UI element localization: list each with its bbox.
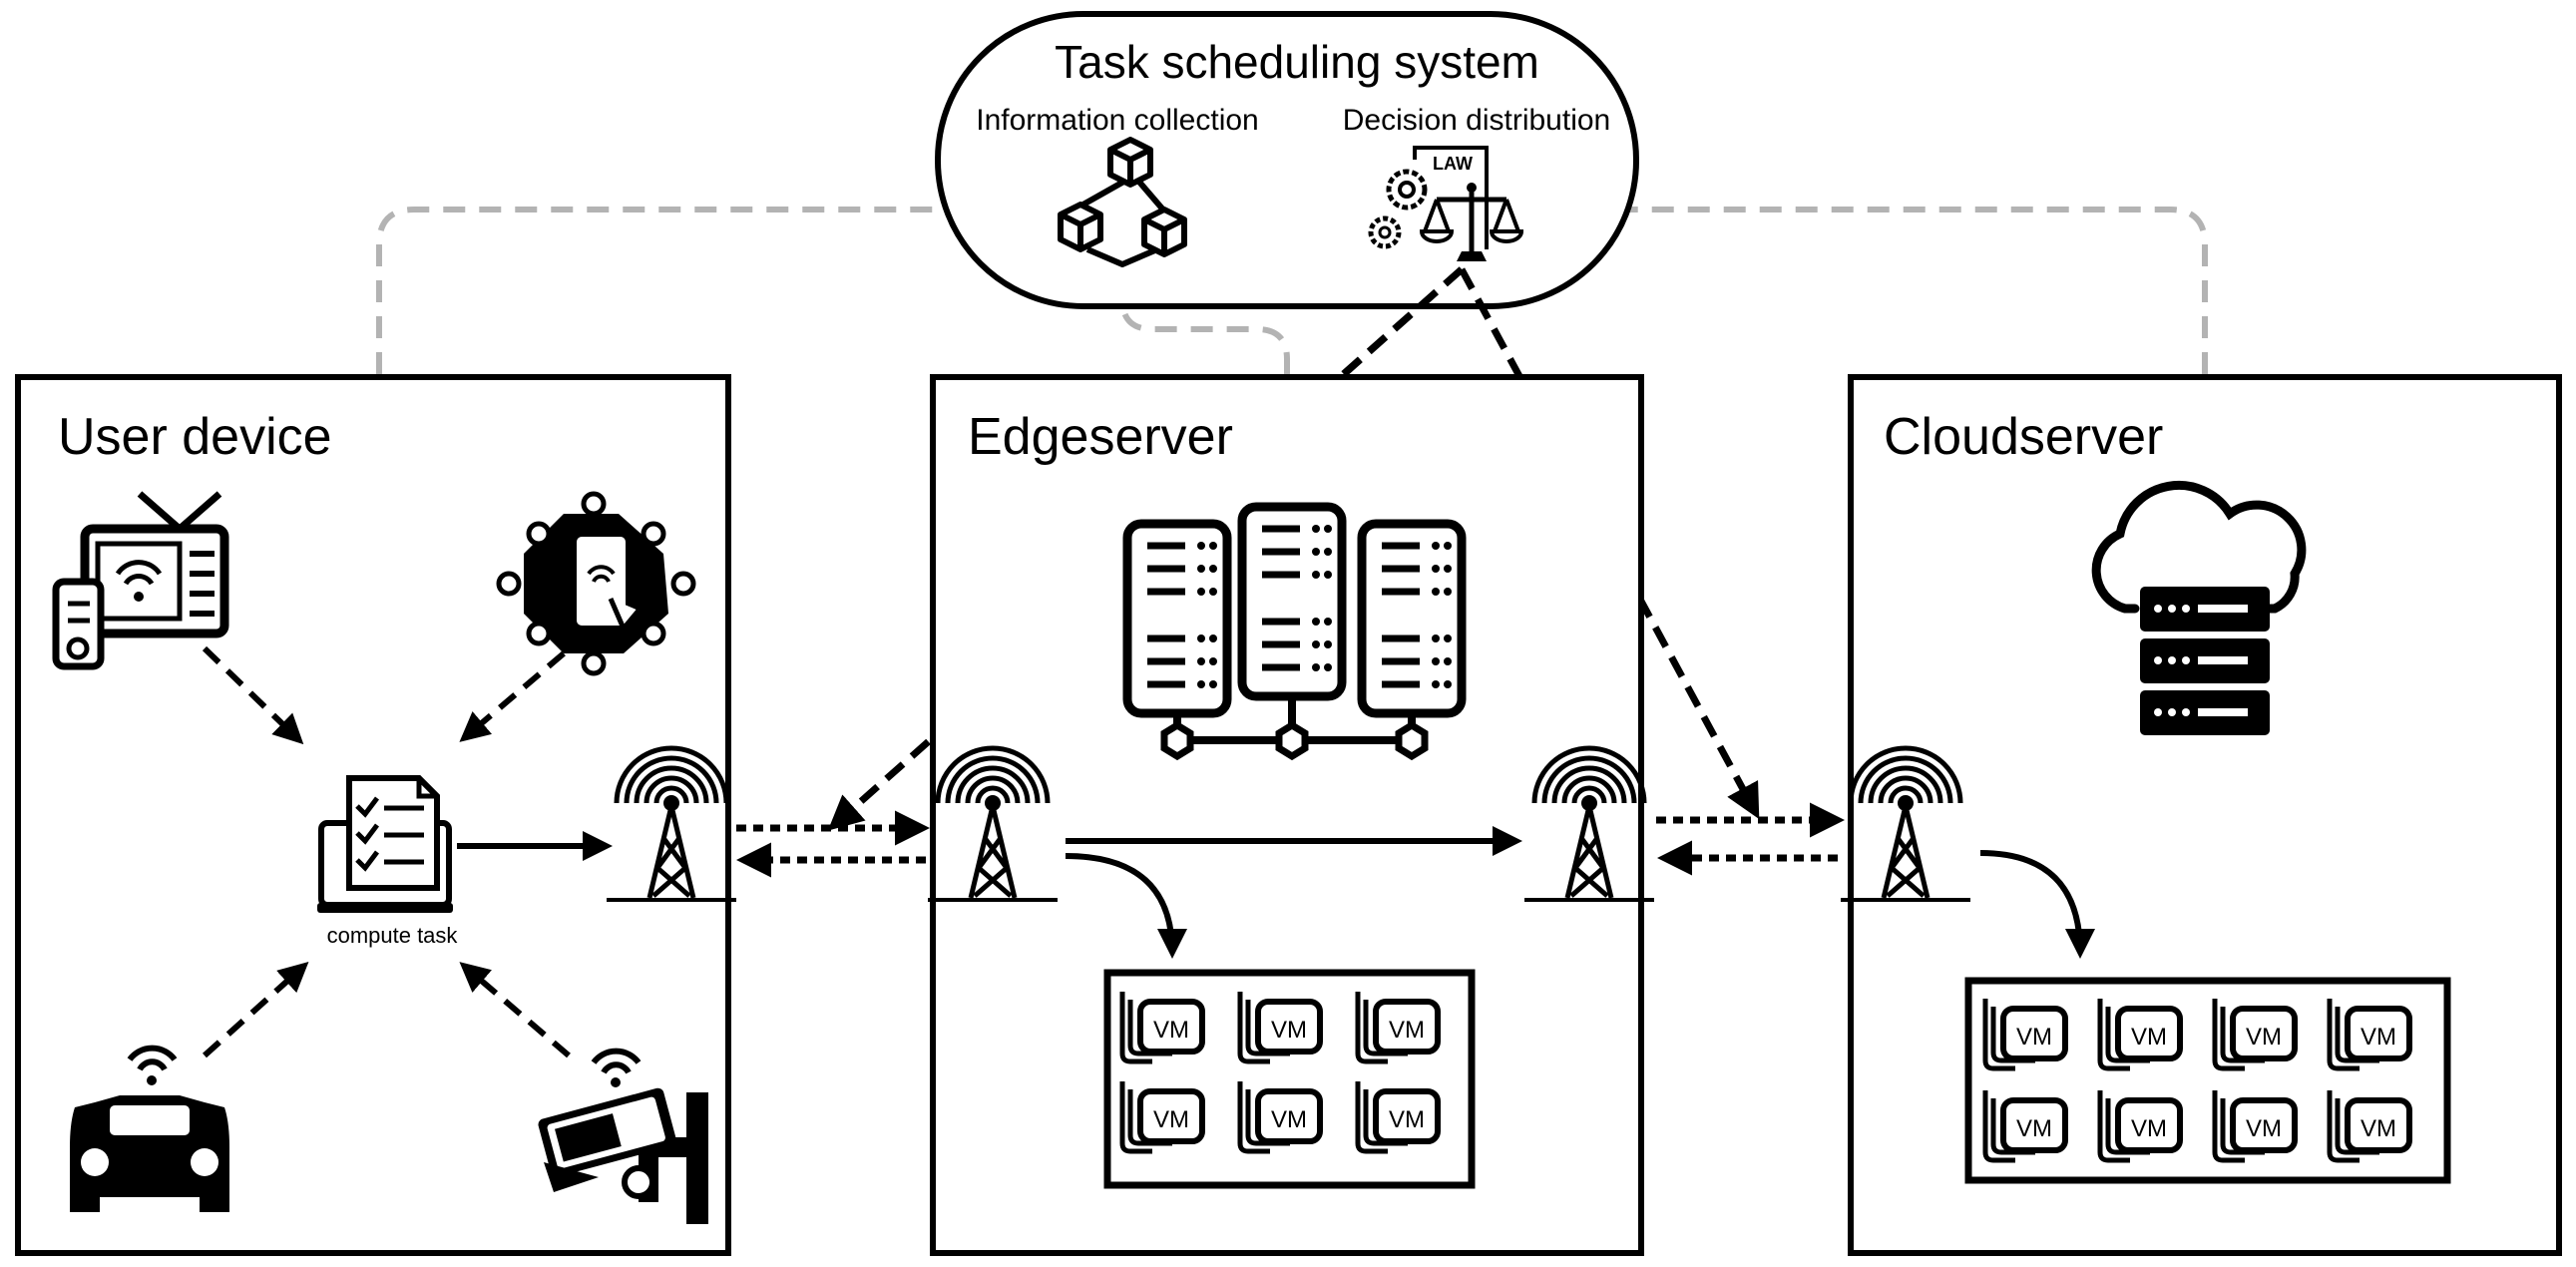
vm-tile: VM	[2330, 1090, 2409, 1160]
vm-tile: VM	[1358, 1081, 1438, 1151]
connected-car-icon	[70, 1045, 229, 1212]
scheduler-title: Task scheduling system	[1055, 36, 1539, 88]
feedback-arrow-user	[376, 195, 1054, 374]
vm-label: VM	[1389, 1017, 1425, 1044]
vm-tile: VM	[1985, 1090, 2065, 1160]
user-device-title: User device	[58, 408, 332, 466]
information-collection-label: Information collection	[976, 104, 1258, 137]
edge-to-vm-arrow	[1065, 853, 1187, 959]
blockchain-cubes-icon	[1058, 137, 1187, 267]
vm-label: VM	[2131, 1115, 2167, 1142]
edge-server-title: Edgeserver	[968, 408, 1233, 466]
vm-tile: VM	[1240, 1081, 1320, 1151]
vm-label: VM	[1153, 1106, 1189, 1133]
vm-label: VM	[1271, 1017, 1307, 1044]
tv-to-task-arrow	[202, 645, 304, 745]
cloud-to-vm-arrow	[1979, 850, 2095, 959]
law-label: LAW	[1433, 154, 1473, 174]
security-camera-icon	[538, 1048, 708, 1224]
smartphone-network-icon	[496, 491, 696, 676]
decision-distribution-label: Decision distribution	[1343, 104, 1610, 137]
vm-label: VM	[2246, 1115, 2282, 1142]
smart-tv-icon	[52, 491, 229, 670]
cloud-server-panel: Cloudserver VM VM VM VM VM VM VM VM	[1841, 374, 2562, 1256]
feedback-arrow-edge	[1107, 273, 1290, 374]
vm-label: VM	[2016, 1024, 2052, 1051]
edge-server-racks-icon	[1127, 507, 1462, 761]
edge-cloud-link	[1656, 802, 1845, 876]
vm-tile: VM	[2100, 999, 2180, 1068]
edge-vm-grid: VM VM VM VM VM VM	[1122, 992, 1438, 1151]
car-to-task-arrow	[202, 961, 309, 1058]
vm-label: VM	[2246, 1024, 2282, 1051]
compute-task-label: compute task	[327, 923, 459, 948]
vm-label: VM	[2131, 1024, 2167, 1051]
vm-tile: VM	[2330, 999, 2409, 1068]
vm-tile: VM	[2100, 1090, 2180, 1160]
vm-label: VM	[2016, 1115, 2052, 1142]
vm-tile: VM	[1240, 992, 1320, 1061]
vm-tile: VM	[1358, 992, 1438, 1061]
law-scales-icon: LAW	[1368, 146, 1524, 261]
task-scheduling-system: Task scheduling system Information colle…	[935, 11, 1639, 309]
vm-tile: VM	[1122, 1081, 1202, 1151]
feedback-arrow-cloud	[1191, 195, 2208, 374]
vm-label: VM	[1271, 1106, 1307, 1133]
cloud-server-icon	[2091, 480, 2307, 735]
camera-to-task-arrow	[459, 962, 571, 1058]
vm-label: VM	[1389, 1106, 1425, 1133]
vm-tile: VM	[2215, 999, 2295, 1068]
device-to-task-arrows	[202, 645, 571, 1058]
vm-label: VM	[2361, 1115, 2396, 1142]
feedback-arrows	[376, 195, 2208, 374]
cloud-vm-grid: VM VM VM VM VM VM VM VM	[1985, 999, 2409, 1160]
edge-server-panel: Edgeserver VM VM VM VM VM VM	[928, 374, 1654, 1256]
vm-tile: VM	[1985, 999, 2065, 1068]
cloud-server-title: Cloudserver	[1884, 408, 2163, 466]
vm-tile: VM	[2215, 1090, 2295, 1160]
user-edge-link	[736, 810, 930, 878]
scheduler-capsule	[935, 11, 1639, 309]
compute-task-icon	[317, 775, 453, 913]
user-device-panel: User device	[15, 374, 736, 1256]
phone-to-task-arrow	[459, 650, 566, 742]
vm-tile: VM	[1122, 992, 1202, 1061]
vm-label: VM	[2361, 1024, 2396, 1051]
vm-label: VM	[1153, 1017, 1189, 1044]
